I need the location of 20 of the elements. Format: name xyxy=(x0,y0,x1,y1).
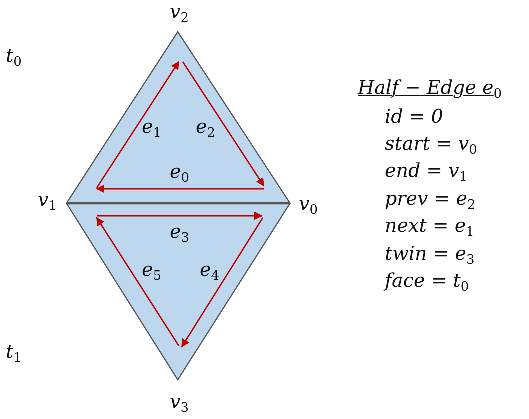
half-edge-label: e$_{0}$ xyxy=(170,162,190,186)
vertex-label: v$_{2}$ xyxy=(170,2,190,26)
record-field: face = t$_{0}$ xyxy=(385,271,470,296)
record-field: start = v$_{0}$ xyxy=(385,134,478,158)
half-edge-label: e$_{4}$ xyxy=(200,260,220,284)
face-label: t$_{1}$ xyxy=(6,342,22,366)
face-label: t$_{0}$ xyxy=(6,46,22,70)
record-field: id = 0 xyxy=(385,107,444,128)
vertex-label: v$_{1}$ xyxy=(38,190,58,214)
half-edge-label: e$_{1}$ xyxy=(142,117,162,142)
record-field: twin = e$_{3}$ xyxy=(385,244,475,268)
vertex-label: v$_{0}$ xyxy=(299,194,318,218)
vertex-label: v$_{3}$ xyxy=(170,392,190,416)
record-field: prev = e$_{2}$ xyxy=(385,189,476,214)
half-edge-label: e$_{5}$ xyxy=(142,260,162,284)
half-edge-label: e$_{3}$ xyxy=(170,222,190,246)
half-edge-label: e$_{2}$ xyxy=(196,117,216,142)
record-heading: Half − Edge e$_{0}$ xyxy=(358,78,502,102)
record-field: end = v$_{1}$ xyxy=(385,161,468,186)
record-field: next = e$_{1}$ xyxy=(385,216,474,240)
